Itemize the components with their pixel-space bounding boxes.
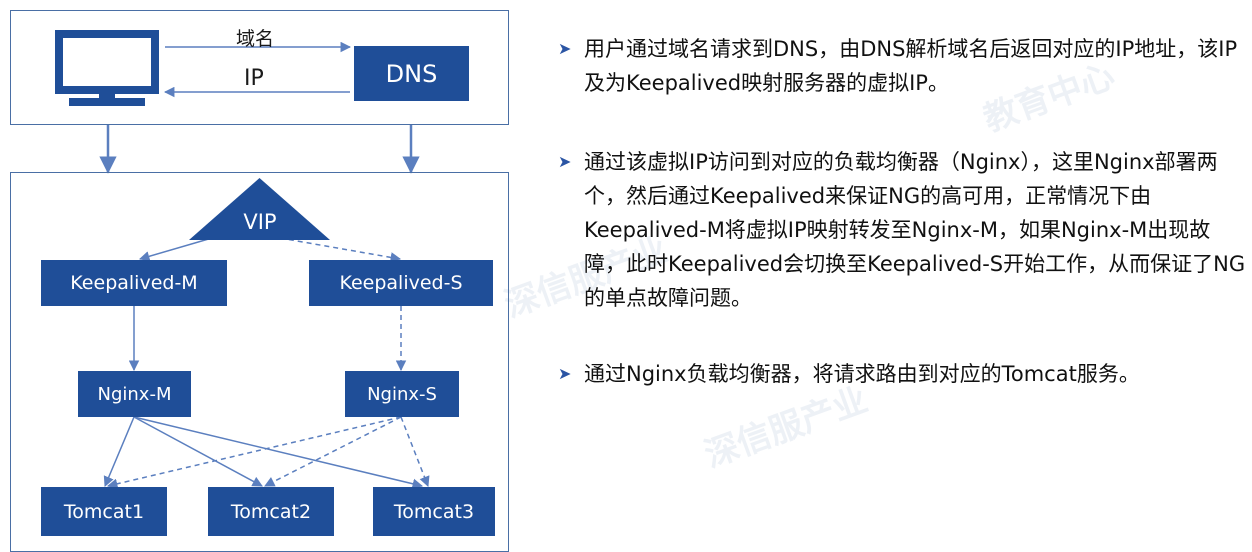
tomcat1-node: Tomcat1	[41, 487, 167, 536]
nginx-m-to-tomcat1	[103, 416, 135, 487]
nginx-s-to-tomcat3	[400, 416, 430, 487]
bullet-text: 用户通过域名请求到DNS，由DNS解析域名后返回对应的IP地址，该IP及为Kee…	[584, 37, 1238, 95]
list-item: ➤ 用户通过域名请求到DNS，由DNS解析域名后返回对应的IP地址，该IP及为K…	[558, 32, 1246, 100]
tomcat3-node: Tomcat3	[373, 487, 495, 536]
list-item: ➤ 通过Nginx负载均衡器，将请求路由到对应的Tomcat服务。	[558, 357, 1246, 391]
arrow-right-icon: ➤	[558, 39, 572, 58]
explanation-list: ➤ 用户通过域名请求到DNS，由DNS解析域名后返回对应的IP地址，该IP及为K…	[558, 30, 1246, 391]
nginx-s-to-tomcat2	[264, 416, 402, 487]
dns-node: DNS	[354, 46, 469, 101]
nginx-s-node: Nginx-S	[345, 371, 459, 417]
keepalived-s-node: Keepalived-S	[309, 260, 493, 306]
vip-label: VIP	[243, 210, 277, 234]
dns-reply-label: IP	[244, 66, 264, 91]
tomcat2-node: Tomcat2	[208, 487, 334, 536]
nginx-m-node: Nginx-M	[78, 371, 191, 417]
arrow-right-icon: ➤	[558, 364, 572, 383]
nginx-m-to-tomcat2	[133, 416, 263, 487]
vip-to-keepalived-s	[279, 237, 402, 263]
keepalived-m-node: Keepalived-M	[41, 260, 227, 306]
nginx-m-to-tomcat3	[133, 416, 424, 489]
monitor-icon	[55, 30, 159, 106]
arrow-right-icon: ➤	[558, 152, 572, 171]
vip-to-keepalived-m	[138, 237, 213, 262]
dns-request-label: 域名	[236, 28, 275, 50]
list-item: ➤ 通过该虚拟IP访问到对应的负载均衡器（Nginx），这里Nginx部署两个，…	[558, 145, 1246, 315]
bullet-text: 通过该虚拟IP访问到对应的负载均衡器（Nginx），这里Nginx部署两个，然后…	[584, 150, 1246, 310]
client-dns-frame	[10, 10, 509, 125]
bullet-text: 通过Nginx负载均衡器，将请求路由到对应的Tomcat服务。	[584, 362, 1140, 386]
vip-node	[189, 178, 330, 240]
